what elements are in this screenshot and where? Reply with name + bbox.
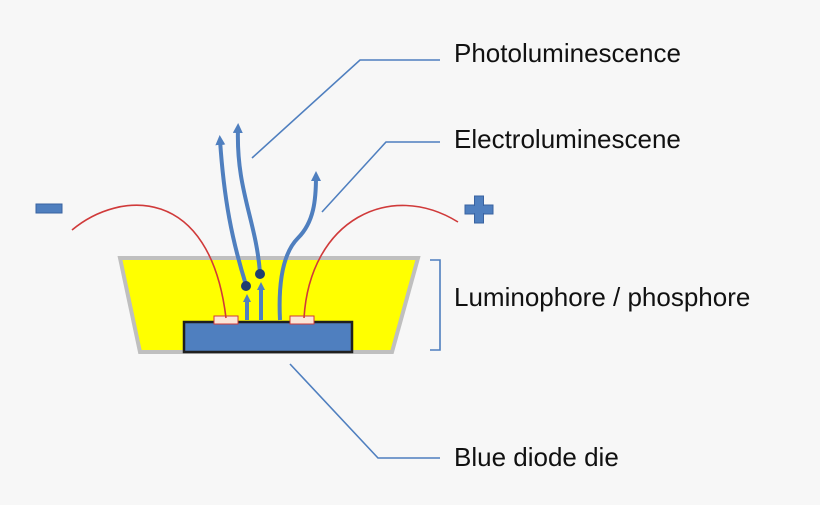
leader-line-photoluminescence bbox=[251, 59, 440, 159]
label-phosphor: Luminophore / phosphore bbox=[454, 282, 751, 312]
bond-wire-right bbox=[303, 204, 459, 319]
photoluminescence-arrow-right bbox=[232, 123, 262, 274]
phosphor-dot-left bbox=[241, 281, 251, 291]
blue-diode-die bbox=[182, 320, 354, 354]
phosphor-bracket bbox=[430, 259, 441, 351]
bond-wire-left bbox=[71, 204, 227, 319]
label-die: Blue diode die bbox=[454, 442, 619, 472]
label-photoluminescence: Photoluminescence bbox=[454, 38, 681, 68]
label-electroluminescence: Electroluminescene bbox=[454, 124, 681, 154]
phosphor-dot-right bbox=[255, 269, 265, 279]
leader-line-electroluminescence bbox=[321, 141, 440, 213]
leader-line-die bbox=[289, 363, 440, 459]
minus-icon bbox=[35, 203, 63, 214]
photoluminescence-arrow-left bbox=[215, 135, 248, 286]
electroluminescence-arrow bbox=[277, 171, 321, 321]
bond-pad-right bbox=[289, 315, 315, 325]
plus-icon bbox=[464, 195, 494, 224]
